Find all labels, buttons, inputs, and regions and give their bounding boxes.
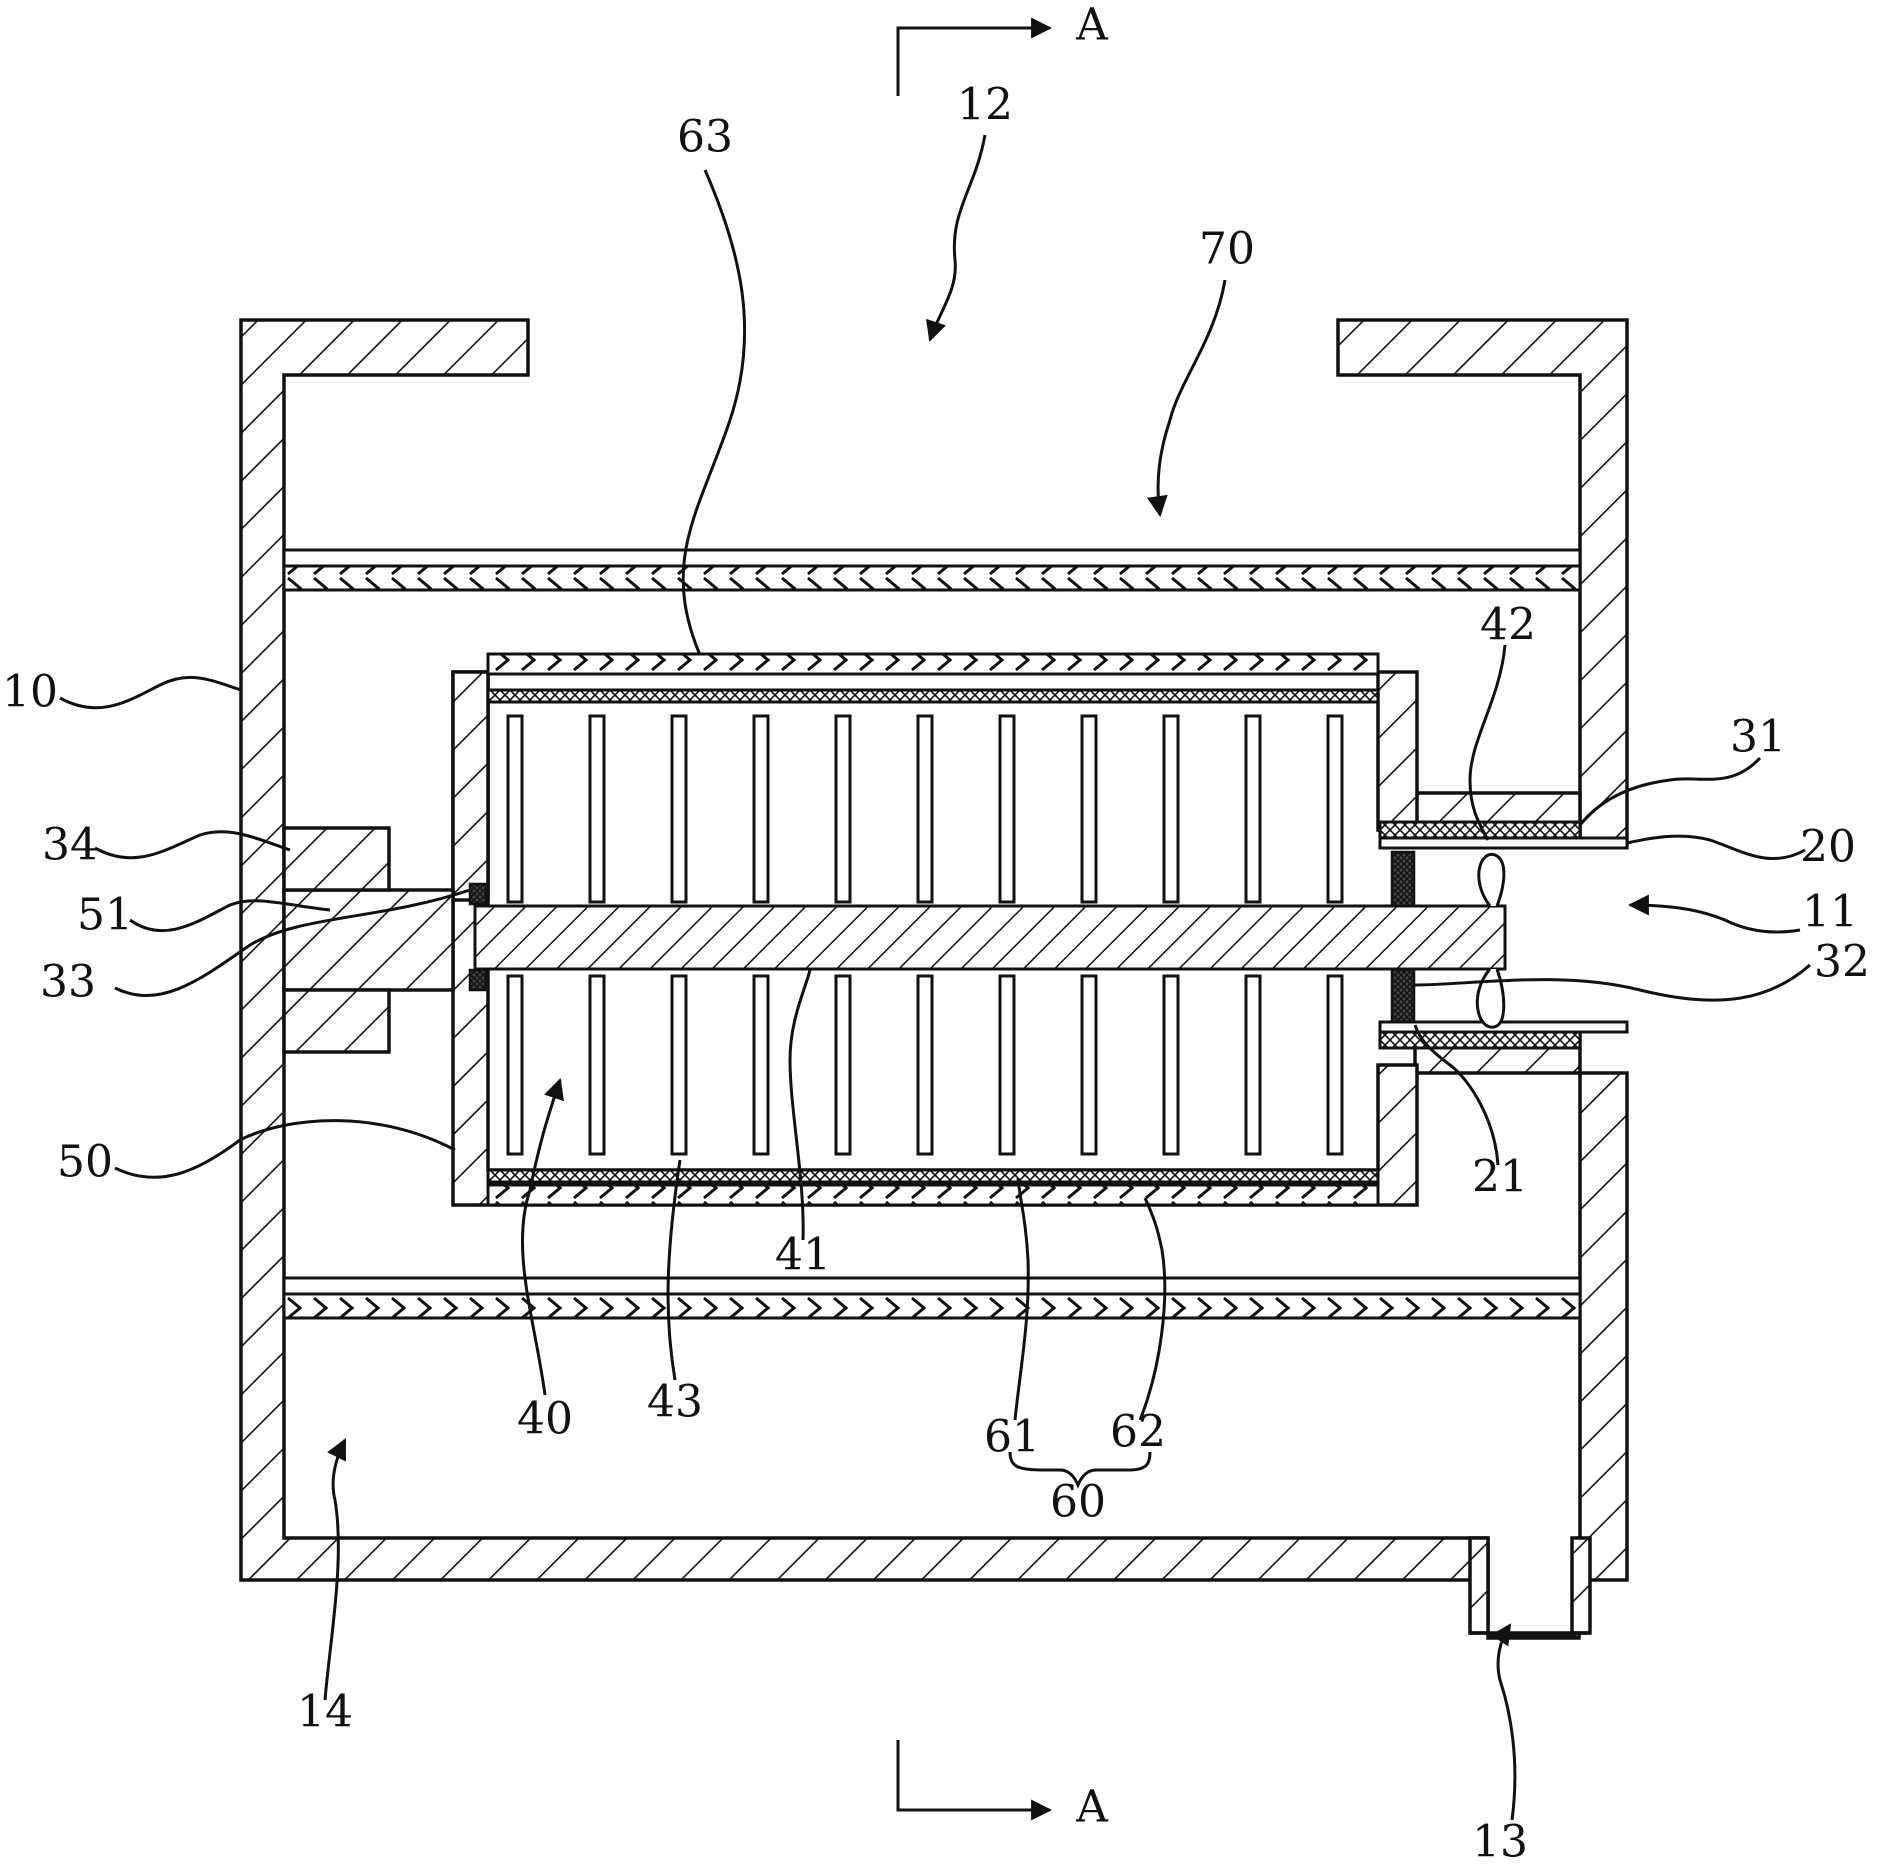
drum-layer-63 — [486, 652, 1380, 676]
seal-32-bottom — [1390, 968, 1416, 1026]
label-63: 63 — [677, 112, 733, 163]
leader-21 — [1413, 1024, 1500, 1166]
leader-63 — [681, 169, 747, 656]
label-42: 42 — [1480, 600, 1536, 651]
fin-upper — [670, 714, 688, 904]
label-62: 62 — [1110, 1407, 1166, 1458]
fin-lower — [670, 974, 688, 1156]
label-33: 33 — [40, 957, 96, 1008]
section-label-top: A — [1075, 0, 1109, 51]
lower-plate-line — [282, 1276, 1582, 1296]
drum-layer-62-bottom — [486, 1183, 1380, 1207]
fins-43 — [506, 714, 1344, 1156]
upper-plate-line — [282, 548, 1582, 568]
label-21: 21 — [1472, 1152, 1528, 1203]
label-61: 61 — [984, 1412, 1040, 1463]
label-34: 34 — [42, 820, 98, 871]
label-32: 32 — [1814, 937, 1870, 988]
fin-lower — [834, 974, 852, 1156]
leader-43 — [666, 1159, 682, 1381]
leader-42 — [1468, 644, 1507, 841]
fin-upper — [1326, 714, 1344, 904]
drum-frame-50-right-top — [1376, 670, 1419, 832]
leader-70 — [1146, 279, 1227, 518]
outlet-13-walls-right — [1570, 1536, 1592, 1635]
leader-34 — [94, 830, 291, 860]
fin-lower — [916, 974, 934, 1156]
drum-layer-61-bottom — [486, 1168, 1380, 1184]
fin-upper — [834, 714, 852, 904]
label-41: 41 — [775, 1230, 831, 1281]
label-11: 11 — [1802, 887, 1858, 938]
outlet-13-walls — [1468, 1536, 1490, 1635]
shaft-connector-51 — [282, 888, 455, 992]
leader-51 — [129, 899, 331, 933]
fin-upper — [752, 714, 770, 904]
label-43: 43 — [647, 1377, 703, 1428]
leader-10 — [59, 675, 242, 710]
fin-upper — [1080, 714, 1098, 904]
fin-upper — [998, 714, 1016, 904]
leader-14 — [323, 1438, 347, 1701]
section-marker-top — [896, 17, 1053, 96]
label-51: 51 — [77, 890, 133, 941]
fin-lower — [588, 974, 606, 1156]
label-12: 12 — [957, 80, 1013, 131]
lower-plate — [282, 1292, 1582, 1320]
label-31: 31 — [1730, 712, 1786, 763]
fin-lower — [998, 974, 1016, 1156]
leader-62 — [1138, 1197, 1167, 1421]
label-10: 10 — [2, 667, 58, 718]
bearing-33-top — [468, 882, 488, 906]
label-13: 13 — [1472, 1817, 1528, 1864]
fin-lower — [1244, 974, 1262, 1156]
fin-lower — [1080, 974, 1098, 1156]
fin-upper — [916, 714, 934, 904]
leader-12 — [926, 134, 987, 342]
fin-lower — [506, 974, 524, 1156]
bearing-33-bottom — [468, 968, 488, 992]
leader-11 — [1627, 894, 1801, 934]
leader-32 — [1414, 963, 1811, 1002]
upper-plate — [282, 564, 1582, 592]
drum-layer-61-top — [486, 688, 1380, 704]
leader-31 — [1578, 756, 1762, 826]
label-50: 50 — [57, 1137, 113, 1188]
fan-blades-42 — [1475, 853, 1506, 1029]
seal-32-top — [1390, 850, 1416, 908]
label-70: 70 — [1199, 224, 1255, 275]
drum-frame-50-left-top — [451, 670, 490, 902]
leader-50 — [114, 1119, 456, 1179]
leader-61 — [1013, 1177, 1030, 1421]
fin-lower — [1162, 974, 1180, 1156]
block-34-top — [282, 826, 391, 892]
fin-upper — [1244, 714, 1262, 904]
fin-upper — [506, 714, 524, 904]
brace-60 — [1008, 1451, 1152, 1489]
inlet-pipe-20-top — [1378, 836, 1629, 850]
inlet-pipe-20-bottom — [1378, 1020, 1629, 1034]
fin-lower — [1326, 974, 1344, 1156]
fin-upper — [1162, 714, 1180, 904]
block-34-bottom — [282, 988, 391, 1054]
label-20: 20 — [1800, 822, 1856, 873]
leader-33 — [114, 888, 471, 997]
leader-41 — [788, 969, 812, 1241]
label-14: 14 — [297, 1687, 353, 1738]
leader-20 — [1626, 834, 1806, 860]
shaft-41 — [473, 904, 1507, 971]
fin-upper — [588, 714, 606, 904]
inlet-liner-31-bottom — [1378, 1030, 1582, 1050]
label-60: 60 — [1050, 1477, 1106, 1528]
label-40: 40 — [517, 1394, 573, 1445]
fin-lower — [752, 974, 770, 1156]
section-marker-bottom — [896, 1740, 1053, 1821]
section-label-bottom: A — [1075, 1782, 1109, 1833]
leader-13 — [1490, 1623, 1517, 1821]
leader-40 — [520, 1078, 564, 1396]
